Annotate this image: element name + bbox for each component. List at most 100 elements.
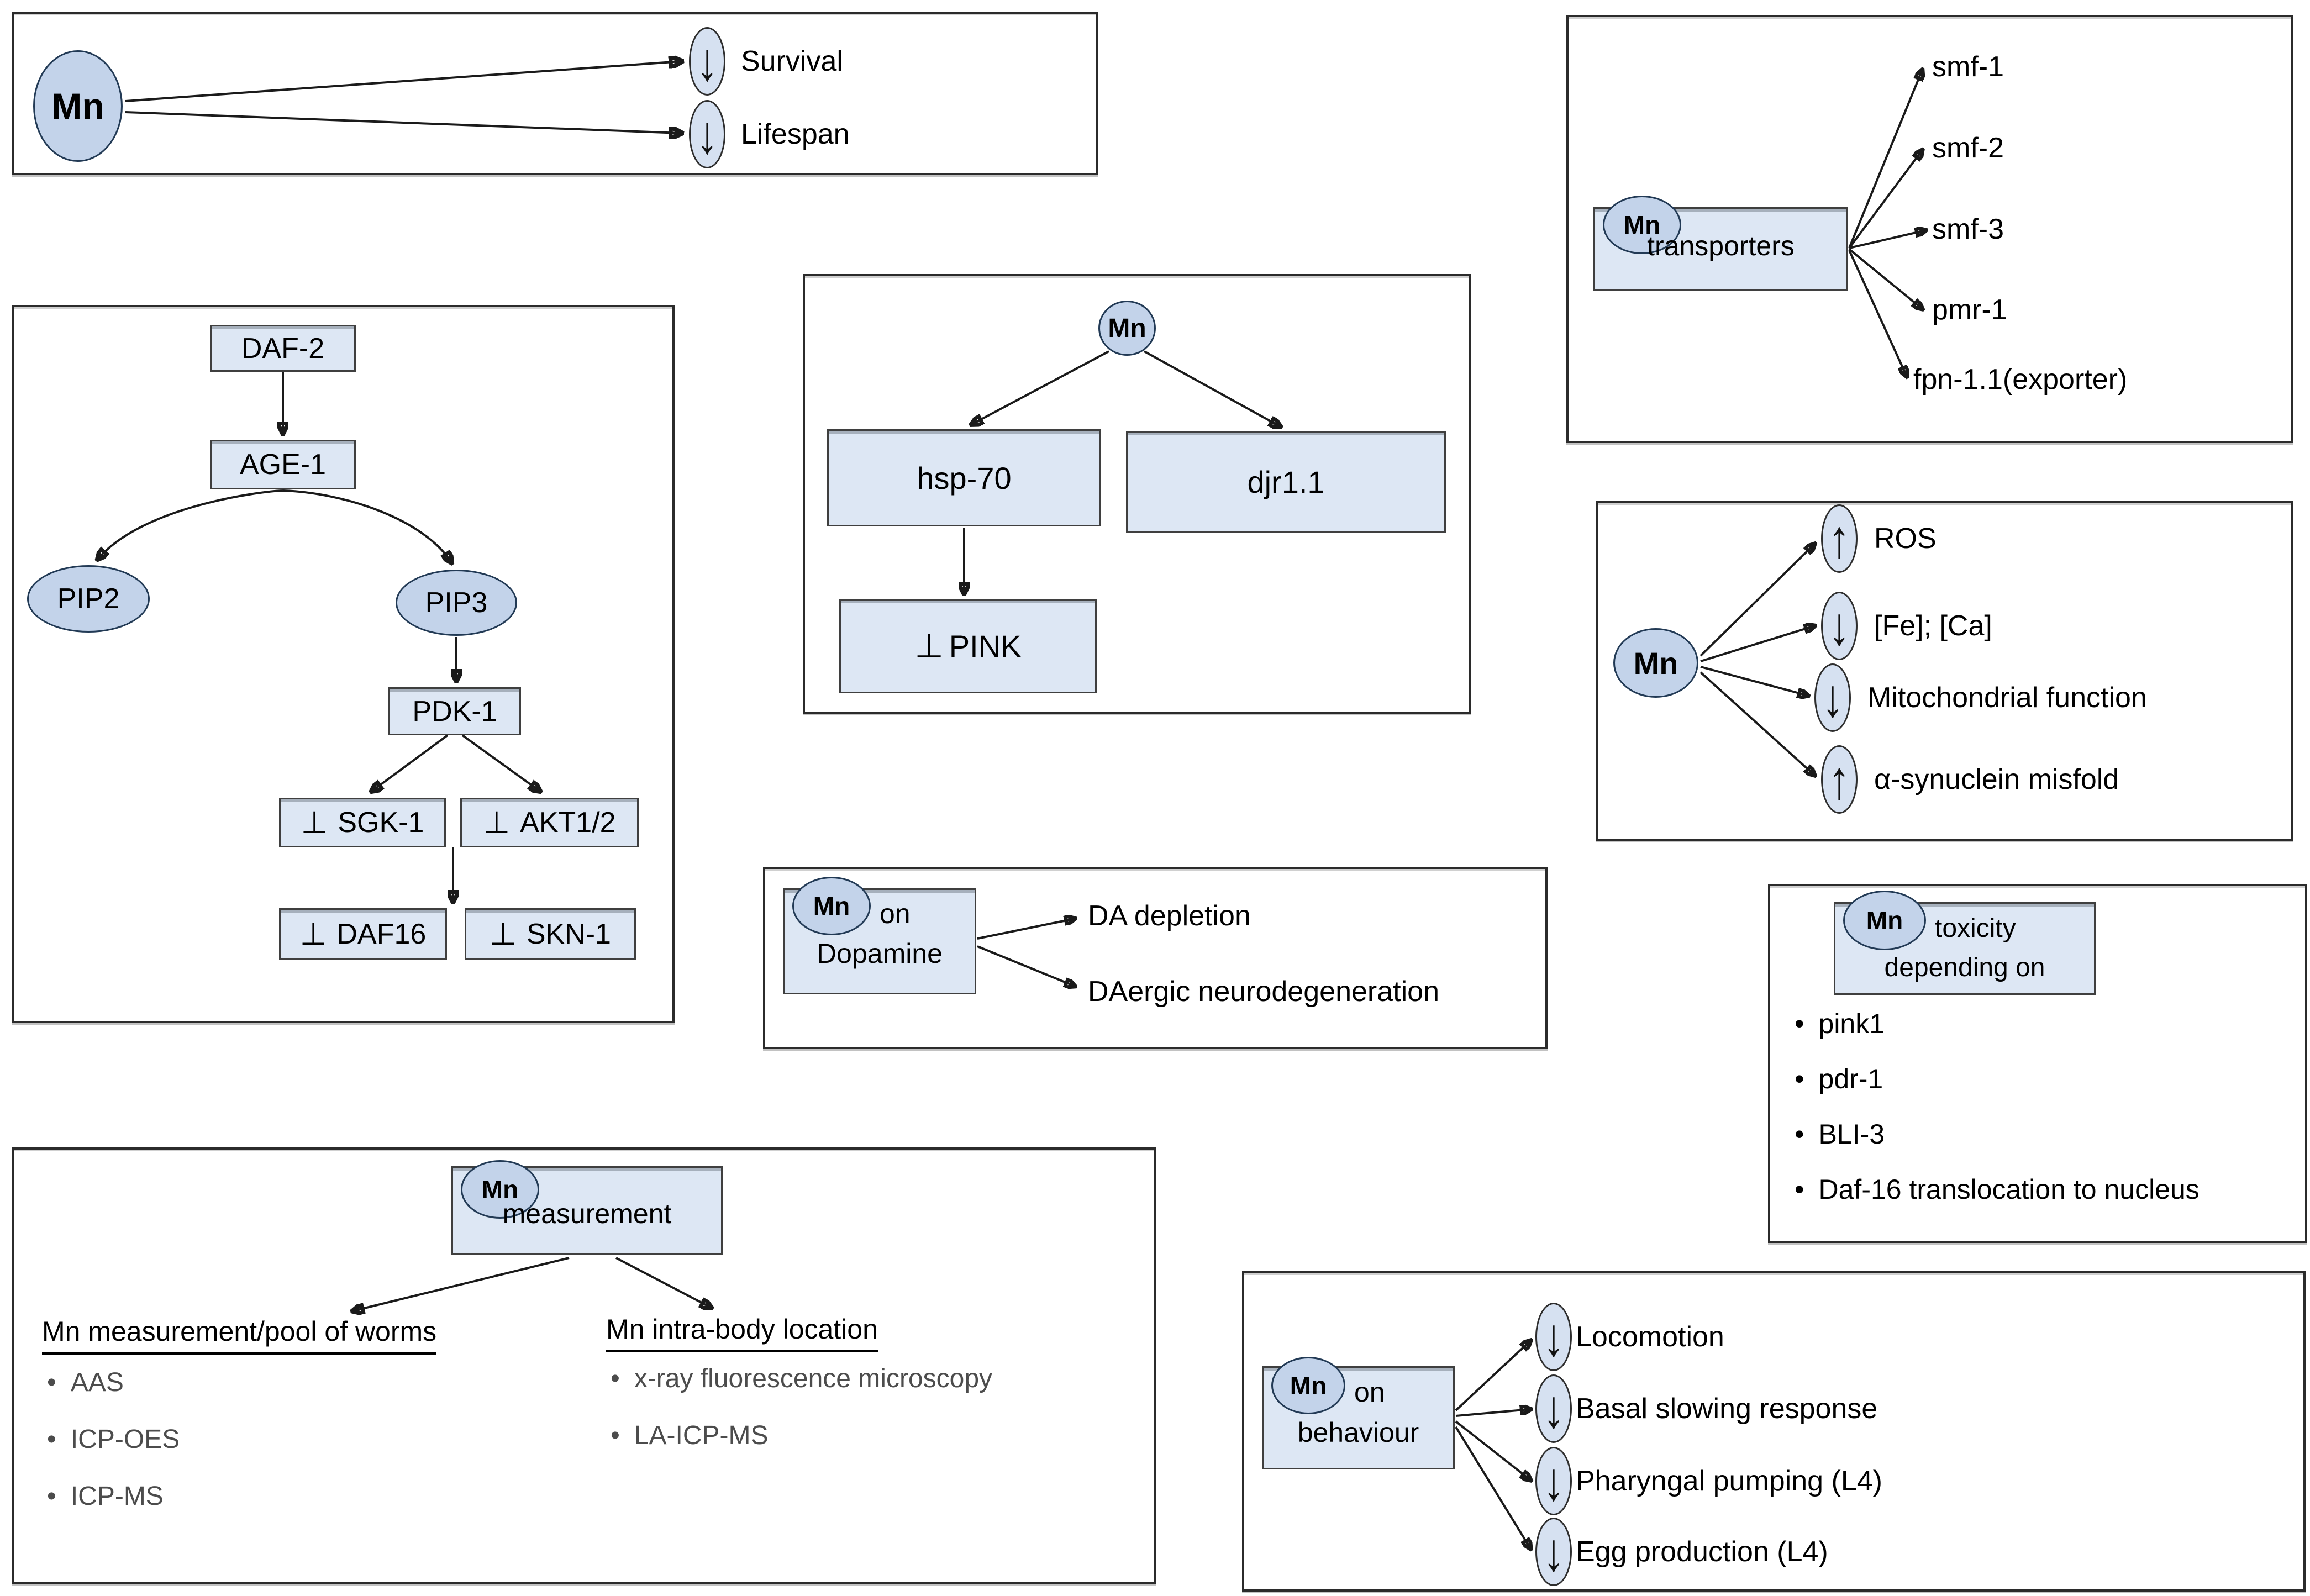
mn-node: Mn (1843, 891, 1926, 950)
mn-label: Mn (1633, 645, 1678, 681)
node-pink: ⊥ PINK (839, 599, 1097, 693)
connector-lines (125, 14, 1096, 173)
mn-node: Mn (1603, 196, 1681, 254)
box-word: on (880, 898, 911, 929)
connector-lines (805, 350, 1469, 712)
list-item: • x-ray fluorescence microscopy (611, 1361, 992, 1397)
panel-behaviour: Mn on behaviour ↓ Locomotion ↓ Basal slo… (1242, 1271, 2306, 1592)
up-arrow-icon: ↑ (1828, 749, 1850, 810)
measurement-left-heading: Mn measurement/pool of worms (42, 1315, 437, 1355)
list-item-label: Daf-16 translocation to nucleus (1818, 1174, 2200, 1205)
effect-label: Survival (741, 45, 843, 77)
up-arrow-ellipse: ↑ (1821, 504, 1858, 573)
inhibition-icon: ⊥ (490, 916, 517, 951)
behaviour-label: Locomotion (1576, 1321, 1724, 1353)
box-title: measurement (502, 1198, 672, 1229)
node-label: DAF-2 (241, 332, 325, 365)
mn-label: Mn (1108, 313, 1146, 343)
connector-lines (1848, 17, 2291, 441)
transporter-label: smf-3 (1932, 213, 2004, 245)
bullet-icon: • (611, 1364, 620, 1393)
down-arrow-ellipse: ↓ (689, 27, 725, 96)
mn-node: Mn (1271, 1357, 1345, 1414)
list-item: • LA-ICP-MS (611, 1418, 992, 1454)
inhibition-icon: ⊥ (299, 916, 327, 951)
inhibition-icon: ⊥ (301, 805, 328, 840)
transporter-label: smf-2 (1932, 132, 2004, 164)
mn-node: Mn (1098, 301, 1156, 356)
down-arrow-icon: ↓ (696, 31, 718, 92)
node-label: SKN-1 (526, 918, 611, 950)
bullet-icon: • (611, 1420, 620, 1450)
connector-lines (14, 1257, 1154, 1582)
measurement-left-list: • AAS • ICP-OES • ICP-MS (47, 1365, 180, 1514)
down-arrow-icon: ↓ (696, 104, 718, 165)
node-label: PIP2 (57, 583, 120, 615)
node-djr11: djr1.1 (1126, 431, 1446, 533)
effect-label: Lifespan (741, 118, 850, 150)
measurement-right-heading: Mn intra-body location (606, 1313, 878, 1352)
behaviour-label: Pharyngal pumping (L4) (1576, 1465, 1882, 1497)
connector-lines (977, 869, 1545, 1047)
down-arrow-ellipse: ↓ (689, 100, 725, 168)
connector-lines (1455, 1273, 2303, 1589)
box-title: depending on (1884, 953, 2045, 982)
node-daf16: ⊥ DAF16 (279, 908, 447, 960)
box-title: transporters (1647, 230, 1795, 261)
transporter-label: pmr-1 (1932, 294, 2007, 326)
node-label: hsp-70 (917, 460, 1012, 496)
down-arrow-icon: ↓ (1543, 1378, 1565, 1439)
panel-toxicity: Mn toxicity depending on • pink1 • pdr-1… (1768, 884, 2307, 1243)
mn-label: Mn (51, 86, 104, 127)
node-pip2: PIP2 (27, 565, 150, 633)
list-item-label: ICP-OES (70, 1424, 180, 1454)
panel-stress-response: Mn hsp-70 djr1.1 ⊥ PINK (803, 274, 1471, 714)
toxicity-bullet-list: • pink1 • pdr-1 • BLI-3 • Daf-16 translo… (1795, 1003, 2270, 1210)
panel-survival-lifespan: Mn ↓ Survival ↓ Lifespan (12, 12, 1098, 175)
node-label: SGK-1 (338, 807, 424, 839)
dopamine-effect-label: DAergic neurodegeneration (1088, 976, 1439, 1008)
down-arrow-ellipse: ↓ (1814, 663, 1851, 732)
measurement-right-list: • x-ray fluorescence microscopy • LA-ICP… (611, 1361, 992, 1454)
box-title: Dopamine (817, 938, 943, 969)
down-arrow-icon: ↓ (1822, 667, 1844, 728)
list-item-label: BLI-3 (1818, 1119, 1885, 1150)
up-arrow-ellipse: ↑ (1821, 745, 1858, 814)
mn-label: Mn (813, 892, 850, 920)
panel-cellular-effects: Mn ↑ ROS ↓ [Fe]; [Ca] ↓ Mitochondrial fu… (1596, 501, 2293, 841)
inhibition-icon: ⊥ (483, 805, 511, 840)
list-item: • Daf-16 translocation to nucleus (1795, 1169, 2270, 1210)
down-arrow-ellipse: ↓ (1535, 1447, 1572, 1515)
bullet-icon: • (47, 1368, 56, 1397)
list-item: • BLI-3 (1795, 1114, 2270, 1155)
mn-node: Mn (461, 1160, 539, 1219)
list-item: • ICP-OES (47, 1422, 180, 1458)
mn-node: Mn (792, 877, 871, 935)
panel-transporters: Mn transporters smf-1 smf-2 smf-3 pmr-1 … (1566, 15, 2293, 443)
node-label: PDK-1 (412, 695, 497, 728)
node-hsp70: hsp-70 (827, 429, 1101, 526)
list-item-label: x-ray fluorescence microscopy (634, 1364, 993, 1393)
effect-label: α-synuclein misfold (1874, 763, 2119, 796)
list-item-label: pink1 (1818, 1008, 1885, 1039)
behaviour-label: Egg production (L4) (1576, 1536, 1828, 1568)
down-arrow-ellipse: ↓ (1821, 592, 1858, 660)
box-title: behaviour (1297, 1417, 1419, 1448)
mn-label: Mn (1290, 1371, 1327, 1400)
list-item-label: ICP-MS (70, 1481, 164, 1511)
transporter-label: fpn-1.1(exporter) (1913, 364, 2128, 396)
bullet-icon: • (47, 1424, 56, 1454)
mn-transporters-box: Mn transporters (1593, 196, 1848, 291)
transporter-label: smf-1 (1932, 51, 2004, 83)
mn-on-dopamine-box: Mn on Dopamine (783, 877, 976, 994)
node-label: djr1.1 (1247, 464, 1325, 499)
down-arrow-icon: ↓ (1543, 1307, 1565, 1367)
bullet-icon: • (1795, 1174, 1804, 1205)
mn-measurement-box: Mn measurement (451, 1160, 723, 1255)
down-arrow-ellipse: ↓ (1535, 1374, 1572, 1443)
list-item-label: AAS (70, 1368, 124, 1397)
mn-node: Mn (33, 50, 123, 162)
connector-lines (14, 372, 672, 1021)
mn-on-behaviour-box: Mn on behaviour (1262, 1357, 1455, 1469)
down-arrow-icon: ↓ (1543, 1521, 1565, 1582)
